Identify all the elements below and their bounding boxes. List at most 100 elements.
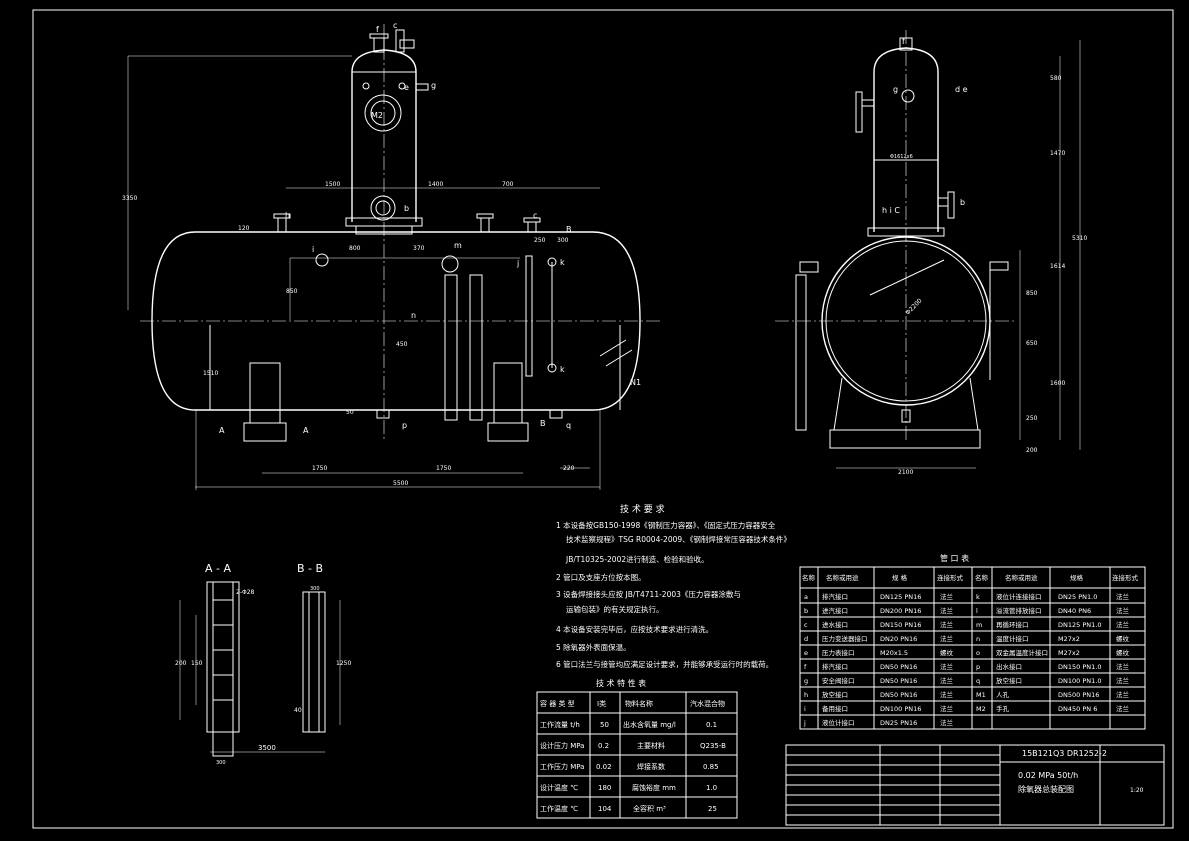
nozzle-cell: M27x2 — [1058, 635, 1080, 643]
dim-800: 800 — [349, 245, 361, 252]
nozzle-cell: 人孔 — [996, 691, 1010, 699]
nozzle-cell: 进水接口 — [822, 620, 848, 629]
nozzle-cell: 法兰 — [1116, 592, 1130, 601]
tech-req-title: 技 术 要 求 — [620, 503, 665, 515]
label-c2: c — [533, 211, 537, 220]
tech-req-line: 4 本设备安装完毕后，应按技术要求进行清洗。 — [556, 624, 713, 634]
dim-3350: 3350 — [122, 195, 137, 202]
side-dim-1600: 1600 — [1050, 380, 1065, 387]
nozzle-cell: 温度计接口 — [996, 634, 1029, 643]
char-cell: 焊接系数 — [637, 762, 665, 771]
label-m: m — [454, 241, 462, 250]
nozzle-cell: j — [803, 719, 806, 727]
char-cell: 全容积 m³ — [633, 804, 666, 813]
label-f: f — [376, 25, 379, 34]
char-cell: 物料名称 — [625, 699, 653, 708]
side-label-diam-top: Φ1612x6 — [890, 154, 913, 160]
nozzle-cell: 螺纹 — [1116, 634, 1130, 643]
nozzle-cell: 液位计连接接口 — [996, 592, 1042, 601]
sec-dim-300a: 300 — [216, 760, 226, 766]
side-label-b: b — [960, 198, 965, 207]
nozzle-cell: 双金属温度计接口 — [996, 648, 1048, 657]
char-cell: 50 — [600, 721, 609, 729]
sec-dim-300b: 300 — [310, 586, 320, 592]
nozzle-cell: M20x1.5 — [880, 649, 908, 657]
nozzle-header: 连接形式 — [937, 573, 964, 582]
dim-220: 220 — [563, 465, 575, 472]
tech-req-line: JB/T10325-2002进行制造、检验和验收。 — [565, 554, 709, 564]
label-q: q — [566, 421, 571, 430]
label-k2: k — [560, 365, 565, 374]
dim-850: 850 — [286, 288, 298, 295]
nozzle-cell: DN500 PN16 — [1058, 691, 1099, 699]
char-cell: 0.1 — [706, 721, 717, 729]
title-block-grid — [785, 744, 1165, 826]
title-block: 15B121Q3 DR1252-2 0.02 MPa 50t/h 除氧器总装配图… — [1018, 749, 1144, 794]
nozzle-cell: 法兰 — [940, 662, 954, 671]
nozzle-cell: 法兰 — [940, 620, 954, 629]
label-B1: B — [540, 419, 546, 428]
char-table-grid — [536, 691, 738, 819]
nozzle-header: 名称或用途 — [826, 573, 859, 582]
nozzle-cell: 压力变送器接口 — [822, 634, 868, 643]
char-cell: 腐蚀裕度 mm — [632, 783, 676, 792]
nozzle-table-grid — [799, 566, 1146, 730]
nozzle-cell: DN100 PN1.0 — [1058, 677, 1101, 685]
char-cell: 25 — [708, 805, 717, 813]
nozzle-cell: 法兰 — [940, 634, 954, 643]
side-dim-650: 650 — [1026, 340, 1038, 347]
sec-dim-200: 200 — [175, 660, 187, 667]
nozzle-cell: f — [804, 663, 807, 671]
nozzle-header: 名称 — [802, 573, 816, 582]
label-A1: A — [219, 426, 225, 435]
side-dim-250: 250 — [1026, 415, 1038, 422]
dim-700: 700 — [502, 181, 514, 188]
nozzle-table-text: 管 口 表 名称 名称或用途 规 格 连接形式 名称 名称或用途 规格 连接形式 — [802, 553, 1139, 582]
sec-dim-2x28: 2-Φ28 — [236, 589, 255, 596]
nozzle-cell: DN200 PN16 — [880, 607, 921, 615]
nozzle-cell: DN125 PN1.0 — [1058, 621, 1101, 629]
char-cell: 设计温度 ℃ — [540, 783, 578, 792]
char-table-title: 技 术 特 性 表 — [596, 678, 646, 688]
side-label-diam: Φ2200 — [904, 297, 923, 316]
side-dim-200: 200 — [1026, 447, 1038, 454]
nozzle-cell: 排汽接口 — [822, 662, 848, 671]
sec-dim-40: 40 — [294, 707, 302, 714]
dim-300: 300 — [557, 237, 569, 244]
nozzle-cell: DN25 PN1.0 — [1058, 593, 1097, 601]
nozzle-cell: DN450 PN 6 — [1058, 705, 1097, 713]
nozzle-cell: 法兰 — [1116, 690, 1130, 699]
tech-req-line: 6 管口法兰与接管均应满足设计要求，并能够承受运行时的载荷。 — [556, 659, 773, 669]
tech-req-line: 运输包装》的有关规定执行。 — [566, 604, 664, 614]
tech-req-line: 3 设备焊接接头应按 JB/T4711-2003《压力容器涂敷与 — [556, 589, 741, 599]
nozzle-header: 连接形式 — [1112, 573, 1139, 582]
nozzle-cell: b — [804, 607, 808, 615]
front-view — [127, 24, 660, 490]
sec-dim-1250: 1250 — [336, 660, 351, 667]
char-cell: 主要材料 — [637, 741, 665, 750]
nozzle-cell: 安全阀接口 — [822, 676, 855, 685]
side-label-de: d e — [955, 85, 968, 94]
nozzle-cell: q — [976, 677, 980, 685]
nozzle-cell: 法兰 — [940, 718, 954, 727]
dim-370: 370 — [413, 245, 425, 252]
nozzle-cell: e — [804, 649, 808, 657]
dim-5500: 5500 — [393, 480, 408, 487]
label-B2: B — [566, 225, 572, 234]
scale: 1:20 — [1130, 787, 1144, 794]
section-labels: A - A B - B 2-Φ28 200 150 40 3500 300 30… — [175, 562, 351, 766]
side-view-labels: f g d e h i C b Φ1612x6 Φ2200 580 1470 5… — [882, 37, 1087, 476]
nozzle-cell: DN100 PN16 — [880, 705, 921, 713]
nozzle-cell: 出水接口 — [996, 662, 1022, 671]
nozzle-cell: 法兰 — [1116, 704, 1130, 713]
tech-req-line: 2 管口及支座方位按本图。 — [556, 572, 646, 582]
dim-450: 450 — [396, 341, 408, 348]
nozzle-cell: 法兰 — [1116, 676, 1130, 685]
nozzle-cell: 法兰 — [1116, 662, 1130, 671]
nozzle-table-title: 管 口 表 — [940, 553, 969, 563]
nozzle-cell: 法兰 — [940, 690, 954, 699]
char-cell: 工作流量 t/h — [540, 720, 580, 729]
nozzle-cell: 螺纹 — [940, 648, 954, 657]
